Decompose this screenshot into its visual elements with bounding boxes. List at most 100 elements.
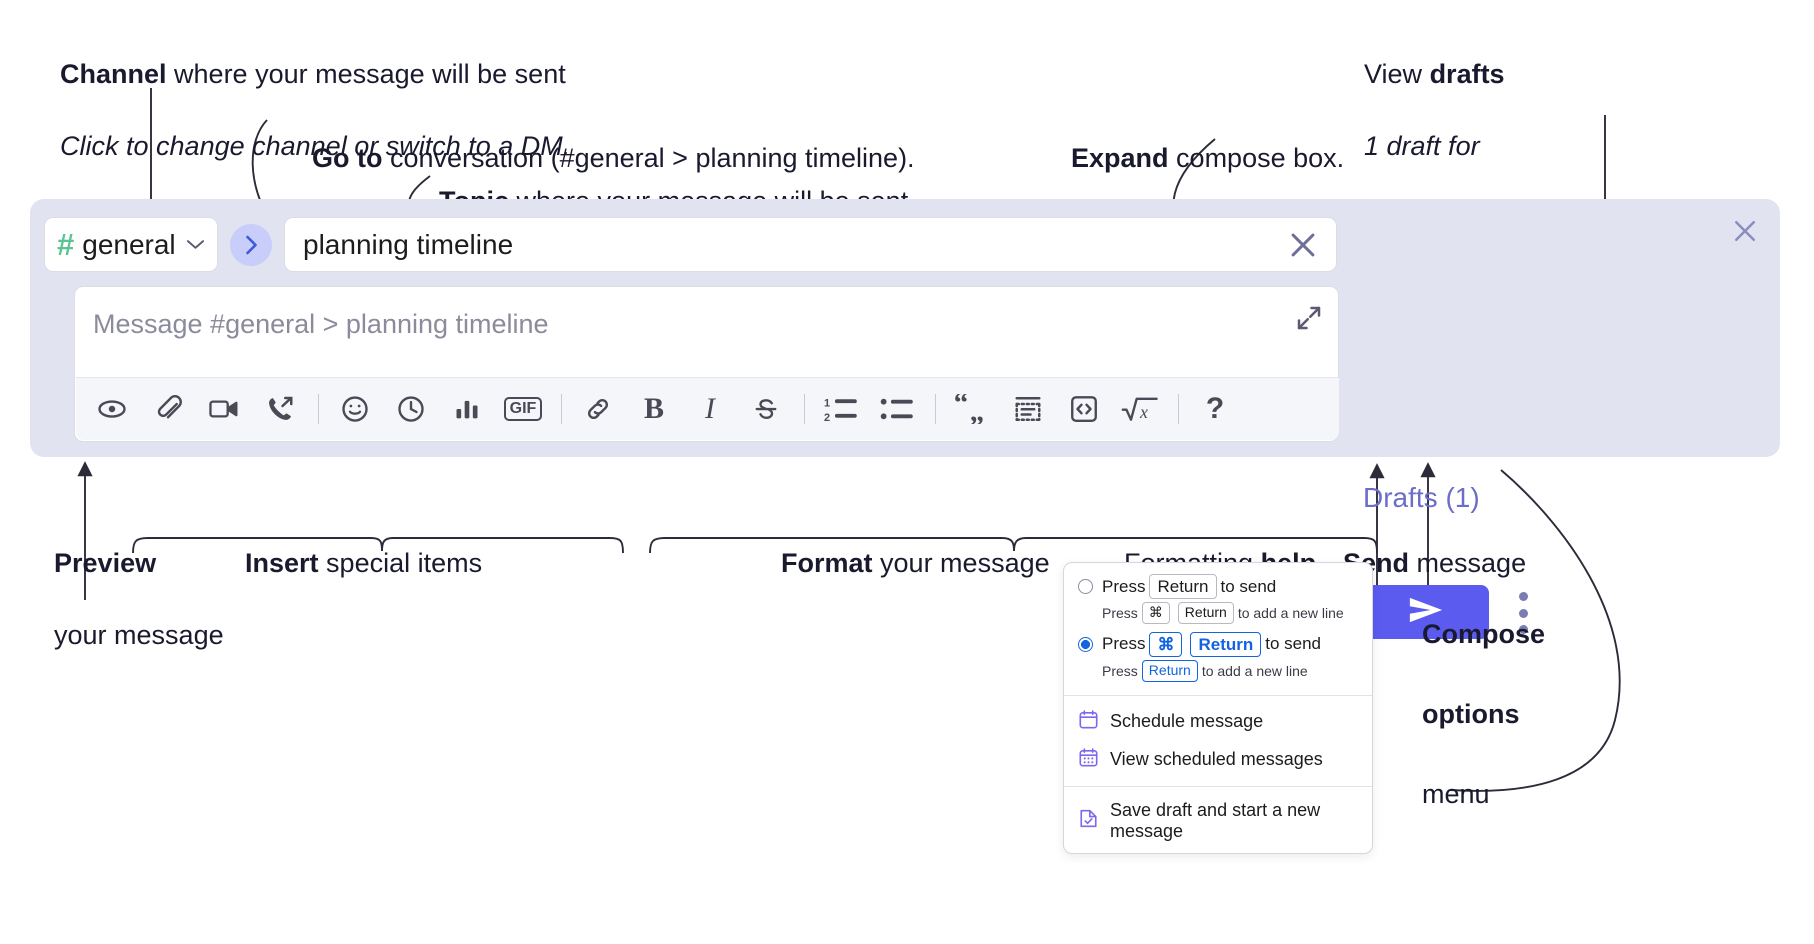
annotation-drafts-italic1: 1 draft for bbox=[1364, 131, 1480, 161]
menu-option-1-post: to send bbox=[1220, 576, 1277, 596]
gif-label: GIF bbox=[503, 397, 543, 421]
math-button[interactable]: x bbox=[1118, 387, 1162, 431]
radio-icon-selected[interactable] bbox=[1078, 636, 1093, 652]
paper-plane-icon bbox=[1406, 595, 1446, 630]
annotation-compose-options-bold1: Compose bbox=[1422, 619, 1546, 649]
menu-divider-2 bbox=[1064, 785, 1372, 787]
menu-option-2-pre: Press bbox=[1102, 634, 1146, 654]
menu-radio-option-2[interactable]: Press ⌘ Return to send bbox=[1064, 630, 1372, 659]
kebab-dot-1 bbox=[1518, 592, 1528, 601]
close-icon[interactable] bbox=[1730, 216, 1760, 251]
clear-topic-icon[interactable] bbox=[1286, 228, 1320, 262]
bold-button[interactable]: B bbox=[643, 392, 664, 425]
bulleted-list-button[interactable] bbox=[875, 387, 919, 431]
annotation-insert-rest: special items bbox=[318, 548, 483, 578]
menu-option-1-subtext: Press ⌘ Return to add a new line bbox=[1064, 601, 1372, 630]
annotation-send-rest: message bbox=[1409, 548, 1527, 578]
menu-option-1-newline-post: to add a new line bbox=[1237, 605, 1344, 621]
menu-option-2-subtext: Press Return to add a new line bbox=[1064, 659, 1372, 688]
schedule-button[interactable] bbox=[389, 387, 433, 431]
drafts-link[interactable]: Drafts (1) bbox=[1363, 482, 1480, 513]
annotation-goto: Go to conversation (#general > planning … bbox=[282, 104, 915, 212]
annotation-preview-bold: Preview bbox=[54, 548, 157, 578]
kebab-dot-3 bbox=[1518, 625, 1528, 634]
separator-3 bbox=[804, 394, 805, 424]
goto-conversation-button[interactable] bbox=[230, 223, 272, 266]
strikethrough-button[interactable] bbox=[744, 387, 788, 431]
menu-item-schedule-message[interactable]: Schedule message bbox=[1064, 703, 1372, 741]
calendar-grid-icon bbox=[1078, 747, 1099, 773]
gif-button[interactable]: GIF bbox=[501, 387, 545, 431]
chevron-right-icon bbox=[243, 234, 260, 256]
formatting-help-button[interactable]: ? bbox=[1205, 392, 1225, 425]
radio-icon-unselected[interactable] bbox=[1078, 579, 1093, 595]
kbd-command-2: ⌘ bbox=[1149, 631, 1183, 657]
separator-1 bbox=[318, 394, 319, 424]
expand-icon[interactable] bbox=[1294, 303, 1324, 338]
menu-radio-option-1[interactable]: Press Return to send bbox=[1064, 572, 1372, 601]
save-draft-icon bbox=[1078, 808, 1099, 834]
link-button[interactable] bbox=[576, 387, 620, 431]
annotation-channel: Channel where your message will be sent … bbox=[30, 20, 570, 200]
kbd-command: ⌘ bbox=[1141, 602, 1170, 624]
kebab-dot-2 bbox=[1518, 608, 1528, 618]
menu-option-2-newline-post: to add a new line bbox=[1201, 662, 1308, 679]
annotation-preview-line2: your message bbox=[54, 620, 224, 650]
send-button[interactable] bbox=[1363, 585, 1489, 639]
poll-button[interactable] bbox=[445, 387, 489, 431]
video-clip-button[interactable] bbox=[202, 387, 246, 431]
annotation-channel-italic: Click to change channel or switch to a D… bbox=[60, 131, 571, 161]
annotation-insert: Insert special items bbox=[215, 509, 482, 617]
svg-text:„: „ bbox=[970, 396, 985, 424]
menu-item-label: Save draft and start a new message bbox=[1110, 799, 1321, 841]
audio-clip-button[interactable] bbox=[258, 387, 302, 431]
emoji-button[interactable] bbox=[333, 387, 377, 431]
annotation-compose-options-plain: menu bbox=[1422, 779, 1490, 809]
annotation-goto-rest: conversation (#general > planning timeli… bbox=[382, 143, 915, 173]
separator-4 bbox=[935, 394, 936, 424]
svg-text:2: 2 bbox=[824, 412, 830, 423]
svg-text:x: x bbox=[1139, 402, 1148, 422]
attach-button[interactable] bbox=[146, 387, 190, 431]
menu-option-1-pre: Press bbox=[1102, 576, 1146, 596]
separator-5 bbox=[1178, 394, 1179, 424]
message-input-area[interactable]: Message #general > planning timeline bbox=[74, 286, 1339, 442]
code-block-button[interactable] bbox=[1006, 387, 1050, 431]
annotation-expand-bold: Expand bbox=[1071, 143, 1169, 173]
annotation-compose-options: Compose options menu bbox=[1392, 574, 1545, 854]
compose-options-button[interactable] bbox=[1512, 592, 1534, 634]
menu-item-save-draft[interactable]: Save draft and start a new message bbox=[1064, 794, 1372, 853]
annotation-expand-rest: compose box. bbox=[1168, 143, 1345, 173]
svg-text:“: “ bbox=[955, 394, 968, 420]
kbd-return-2: Return bbox=[1177, 602, 1234, 624]
kbd-return-3: Return bbox=[1190, 631, 1262, 657]
preview-button[interactable] bbox=[90, 387, 134, 431]
annotation-preview: Preview your message bbox=[24, 509, 224, 689]
message-placeholder: Message #general > planning timeline bbox=[93, 309, 549, 339]
hash-icon: # bbox=[57, 227, 75, 262]
channel-selector[interactable]: # general bbox=[44, 217, 218, 272]
blockquote-button[interactable]: “„ bbox=[950, 387, 994, 431]
annotation-insert-bold: Insert bbox=[245, 548, 319, 578]
menu-item-view-scheduled-messages[interactable]: View scheduled messages bbox=[1064, 741, 1372, 779]
menu-divider-1 bbox=[1064, 694, 1372, 696]
compose-panel: # general planning timeline bbox=[30, 199, 1780, 639]
annotation-format: Format your message bbox=[751, 509, 1050, 617]
topic-input[interactable]: planning timeline bbox=[284, 217, 1337, 272]
menu-option-2-post: to send bbox=[1265, 634, 1322, 654]
channel-name: general bbox=[82, 228, 176, 260]
topic-value: planning timeline bbox=[303, 228, 514, 260]
inline-code-button[interactable] bbox=[1062, 387, 1106, 431]
separator-2 bbox=[561, 394, 562, 424]
italic-button[interactable]: I bbox=[705, 392, 715, 425]
menu-option-2-newline-pre: Press bbox=[1102, 662, 1138, 679]
annotation-channel-bold: Channel bbox=[60, 59, 167, 89]
annotation-drafts-plain: View bbox=[1364, 59, 1430, 89]
calendar-clock-icon bbox=[1078, 709, 1099, 735]
annotation-goto-bold: Go to bbox=[312, 143, 383, 173]
menu-option-1-newline-pre: Press bbox=[1102, 605, 1138, 621]
annotation-format-bold: Format bbox=[781, 548, 873, 578]
